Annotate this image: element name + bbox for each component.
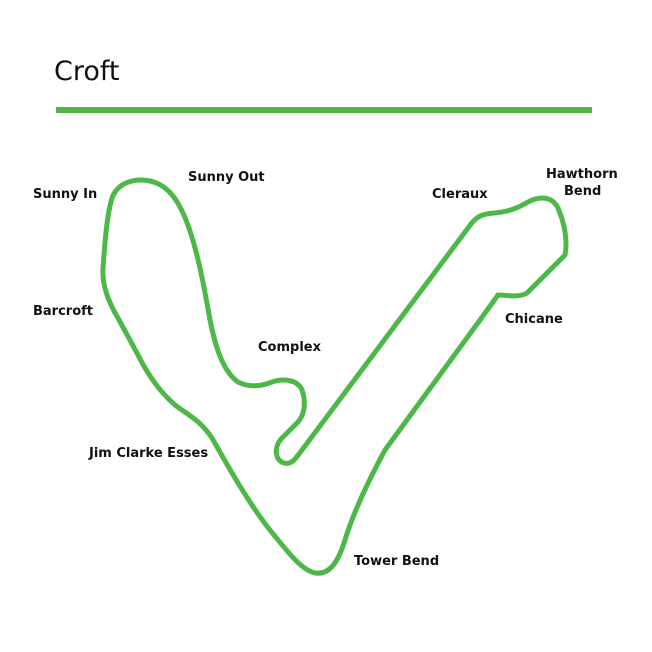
corner-label-sunny-in: Sunny In bbox=[33, 187, 98, 202]
track-outline bbox=[100, 177, 569, 576]
corner-label-jim-clarke-esses: Jim Clarke Esses bbox=[89, 446, 209, 461]
corner-label-complex: Complex bbox=[258, 340, 321, 355]
corner-label-barcroft: Barcroft bbox=[33, 304, 94, 319]
corner-label-hawthorn: Hawthorn bbox=[546, 167, 618, 182]
corner-label-cleraux: Cleraux bbox=[432, 187, 488, 202]
title-underline bbox=[56, 107, 592, 113]
corner-label-sunny-out: Sunny Out bbox=[188, 170, 265, 185]
corner-label-bend: Bend bbox=[564, 184, 602, 199]
corner-label-tower-bend: Tower Bend bbox=[354, 554, 440, 569]
track-title: Croft bbox=[54, 56, 120, 87]
corner-label-chicane: Chicane bbox=[505, 312, 563, 327]
